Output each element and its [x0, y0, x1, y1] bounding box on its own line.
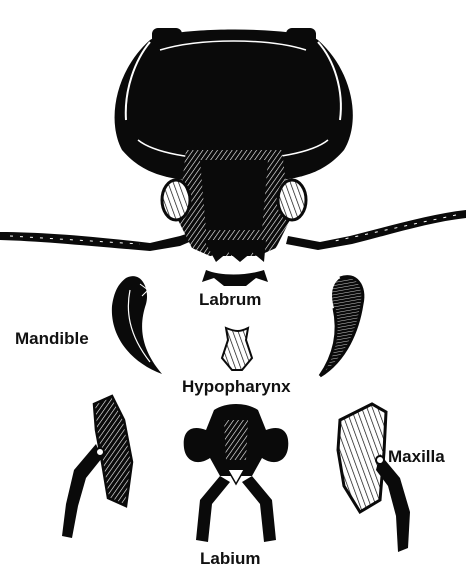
labium-shape: [184, 404, 289, 542]
left-compound-eye: [162, 180, 190, 220]
right-mandible: [320, 277, 363, 376]
left-maxilla: [62, 396, 132, 538]
labrum-shape: [202, 270, 268, 286]
left-antenna: [0, 232, 194, 251]
left-mandible: [112, 276, 162, 374]
right-antenna: [286, 210, 466, 250]
label-maxilla: Maxilla: [388, 448, 445, 465]
right-compound-eye: [278, 180, 306, 220]
right-maxilla: [338, 404, 410, 552]
label-hypopharynx: Hypopharynx: [182, 378, 291, 395]
hypopharynx-shape: [222, 328, 252, 370]
label-mandible: Mandible: [15, 330, 89, 347]
frons-clypeus: [178, 150, 290, 262]
label-labium: Labium: [200, 550, 260, 567]
label-labrum: Labrum: [199, 291, 261, 308]
